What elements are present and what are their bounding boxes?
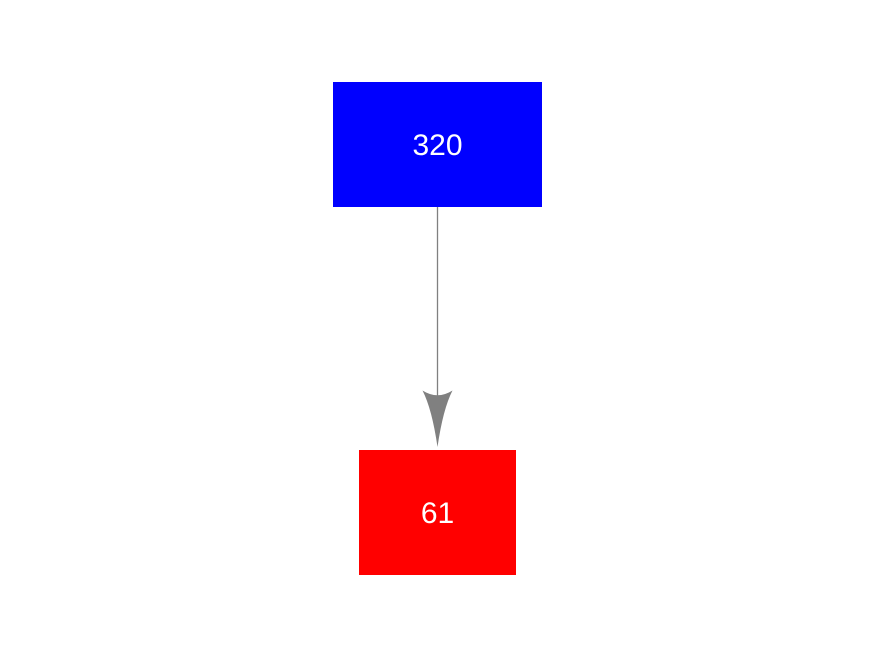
node-61: 61 bbox=[359, 450, 516, 575]
node-61-label: 61 bbox=[420, 496, 455, 530]
node-320: 320 bbox=[333, 82, 542, 207]
arrowhead-icon bbox=[422, 390, 453, 447]
node-320-label: 320 bbox=[412, 128, 463, 162]
